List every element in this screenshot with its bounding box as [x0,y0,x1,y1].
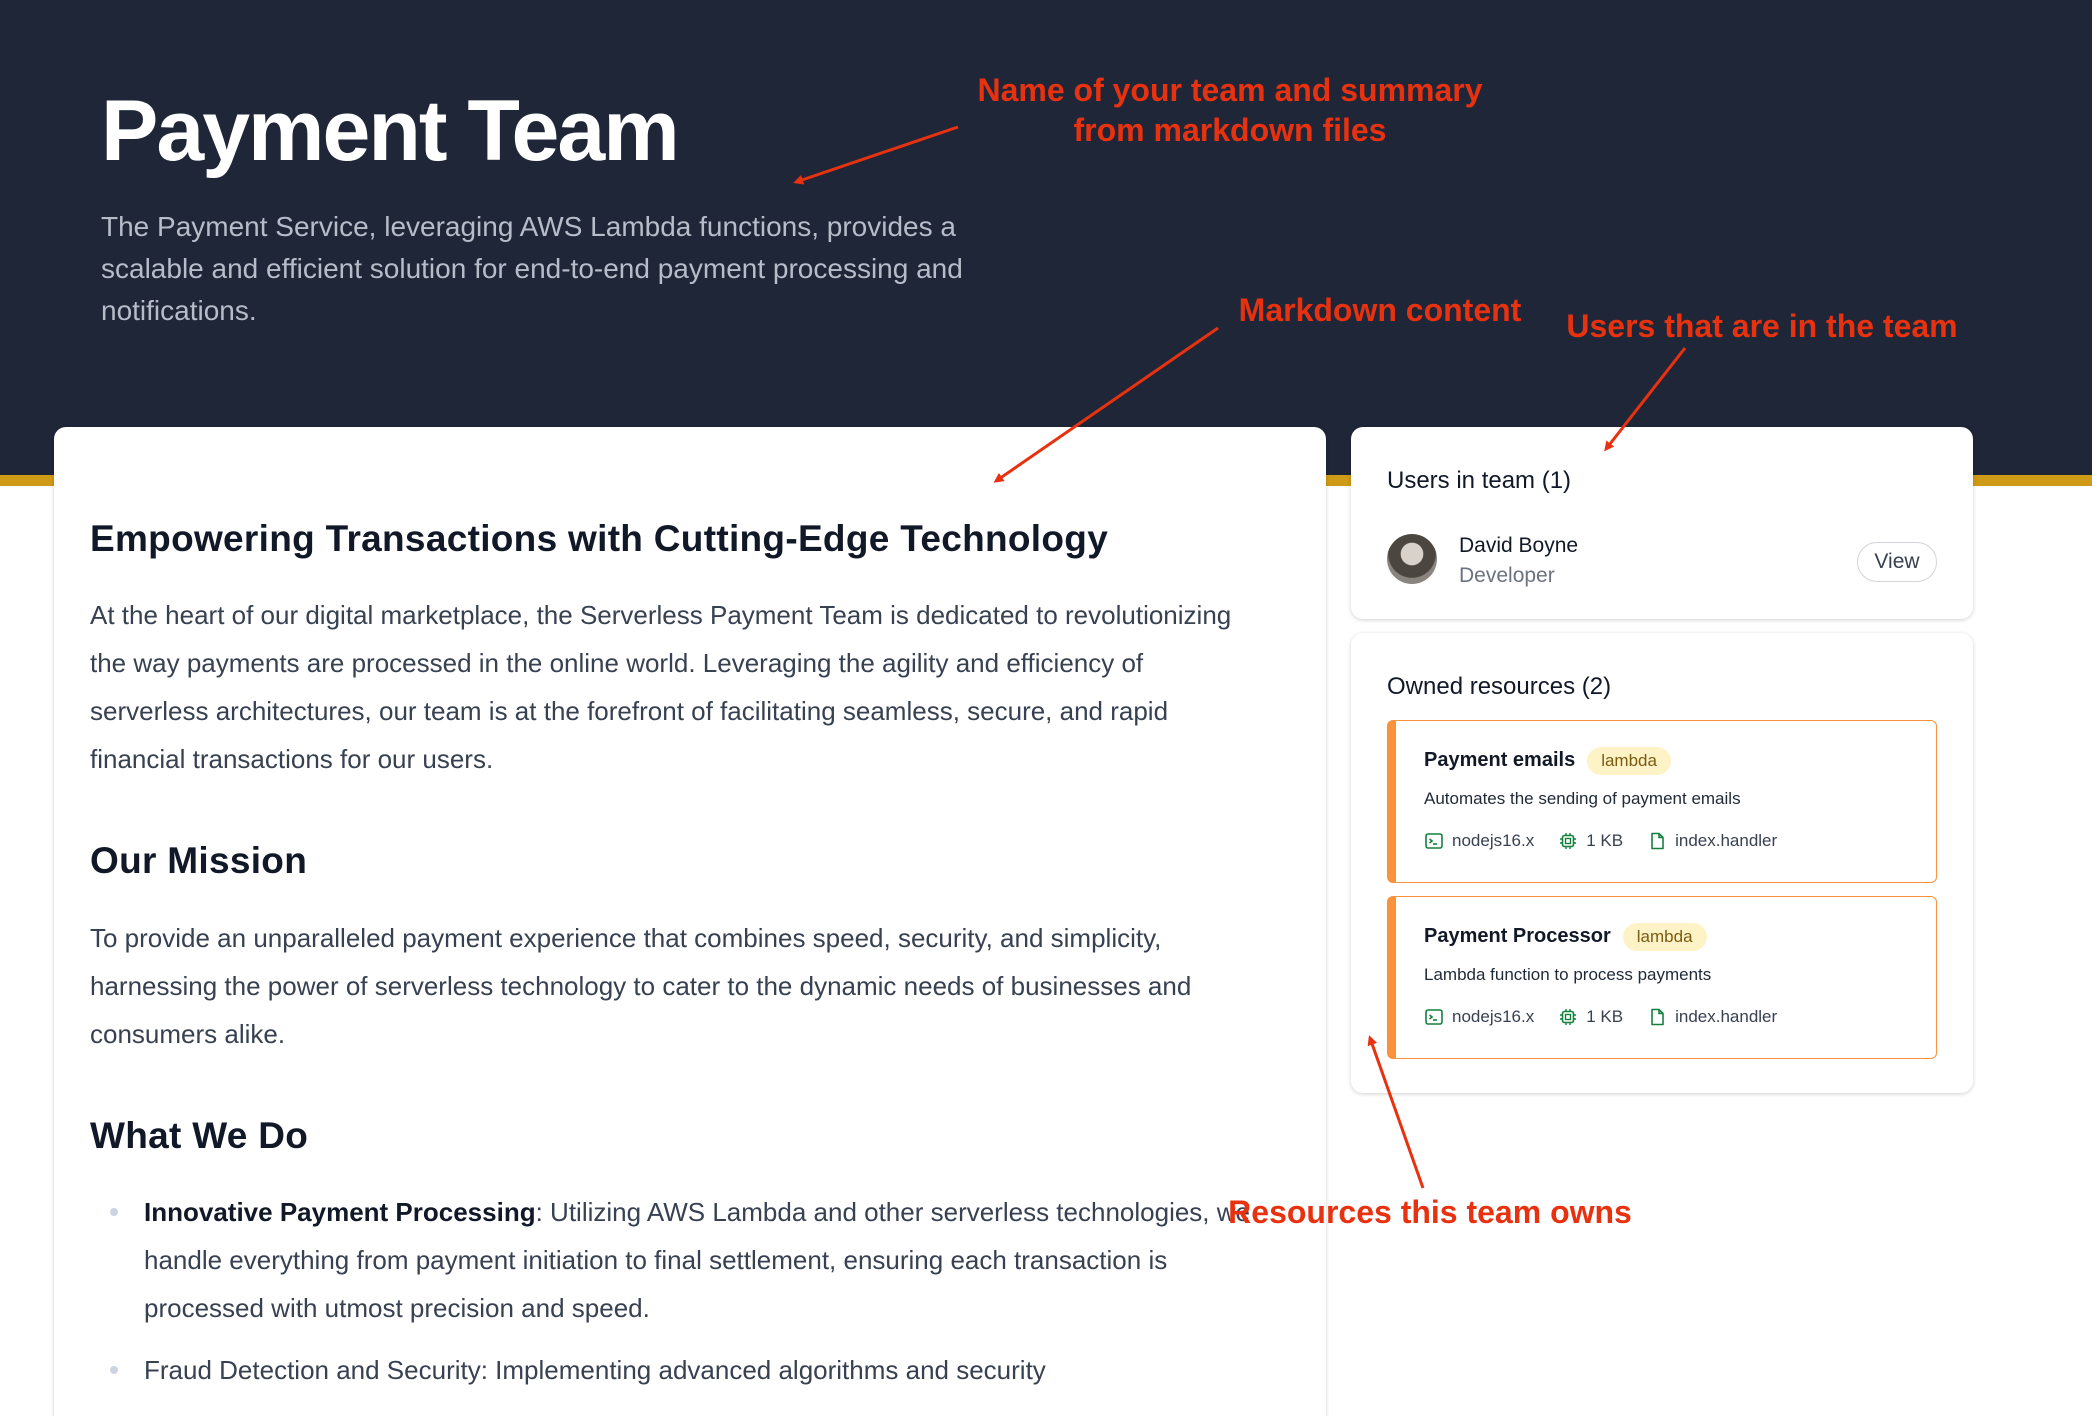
resource-runtime: nodejs16.x [1452,830,1535,850]
page-title: Payment Team [101,83,680,179]
list-item-text: : Utilizing AWS Lambda and other serverl… [144,1197,1250,1324]
avatar [1387,533,1437,584]
resource-type-badge: lambda [1587,746,1671,775]
user-name: David Boyne [1459,533,1579,557]
resource-item[interactable]: Payment emails lambda Automates the send… [1387,719,1937,883]
terminal-icon [1424,1007,1444,1027]
user-row: David Boyne Developer View [1387,533,1937,590]
resource-description: Automates the sending of payment emails [1424,788,1741,808]
chip-icon [1558,1007,1578,1027]
terminal-icon [1424,831,1444,851]
mission-heading: Our Mission [90,840,308,882]
resources-card: Owned resources (2) Payment emails lambd… [1351,633,1973,1093]
file-icon [1647,1007,1667,1027]
list-item: Innovative Payment Processing: Utilizing… [90,1188,1250,1332]
user-role: Developer [1459,563,1555,587]
resource-meta: nodejs16.x 1 KB index.handler [1424,1007,1936,1027]
what-we-do-heading: What We Do [90,1114,309,1156]
users-card: Users in team (1) David Boyne Developer … [1351,427,1973,619]
resources-card-title: Owned resources (2) [1387,673,1612,700]
list-item-text: Fraud Detection and Security: Implementi… [144,1355,1046,1386]
resource-size: 1 KB [1586,1006,1624,1026]
resource-description: Lambda function to process payments [1424,964,1712,984]
view-user-button[interactable]: View [1857,541,1937,582]
resource-name: Payment emails [1424,749,1576,772]
annotation-users: Users that are in the team [1566,308,1958,344]
annotation-team-name: Name of your team and summary from markd… [977,72,1483,148]
resource-handler: index.handler [1675,830,1778,850]
resource-meta: nodejs16.x 1 KB index.handler [1424,831,1936,851]
resource-size: 1 KB [1586,830,1624,850]
list-item-strong: Innovative Payment Processing [144,1197,536,1228]
file-icon [1647,831,1667,851]
resource-handler: index.handler [1675,1006,1778,1026]
resource-name: Payment Processor [1424,925,1611,948]
chip-icon [1558,831,1578,851]
what-we-do-list: Innovative Payment Processing: Utilizing… [90,1188,1290,1394]
users-card-title: Users in team (1) [1387,467,1572,494]
annotation-markdown: Markdown content [1238,292,1522,328]
markdown-content-card: Empowering Transactions with Cutting-Edg… [54,427,1326,1416]
list-item: Fraud Detection and Security: Implementi… [90,1346,1250,1394]
page-summary: The Payment Service, leveraging AWS Lamb… [101,211,963,326]
annotation-resources: Resources this team owns [1228,1194,1632,1230]
markdown-intro: At the heart of our digital marketplace,… [90,600,1232,775]
resource-item[interactable]: Payment Processor lambda Lambda function… [1387,895,1937,1059]
mission-text: To provide an unparalleled payment exper… [90,922,1192,1049]
markdown-heading: Empowering Transactions with Cutting-Edg… [90,518,1109,559]
resource-runtime: nodejs16.x [1452,1006,1535,1026]
resource-type-badge: lambda [1622,922,1707,951]
